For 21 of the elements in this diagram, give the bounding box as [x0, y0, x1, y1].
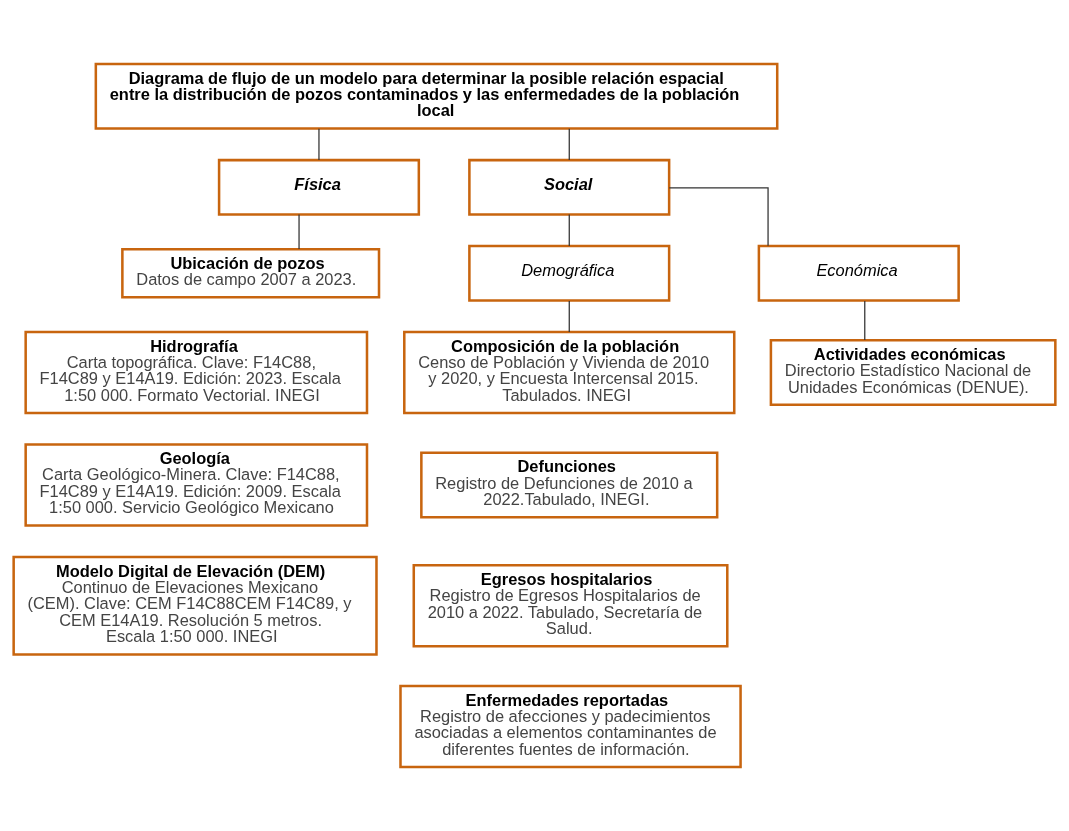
- node-box: Demográfica: [468, 244, 671, 302]
- connector: [568, 128, 570, 161]
- node-box: Defunciones Registro de Defunciones de 2010 a 2022.Tabulado, INEGI.: [420, 451, 719, 519]
- node-box: Composición de la población Censo de Población y Vivienda de 2010 y 2020, y Encuesta Intercensal 2015. Tabulados. INEGI: [403, 330, 736, 415]
- node-box: Modelo Digital de Elevación (DEM) Continuo de Elevaciones Mexicano (CEM). Clave: CEM F14C88CEM F14C89, y CEM E14A19. Resolución 5 metros. Escala 1:50 000. INEGI: [12, 555, 378, 656]
- node-box: Geología Carta Geológico-Minera. Clave: F14C88, F14C89 y E14A19. Edición: 2009. Escala 1:50 000. Servicio Geológico Mexicano: [24, 443, 369, 527]
- node-box: Actividades económicas Directorio Estadístico Nacional de Unidades Económicas (DENUE).: [769, 339, 1057, 406]
- node-box: Ubicación de pozos Datos de campo 2007 a 2023.: [121, 248, 381, 299]
- node-box: Egresos hospitalarios Registro de Egresos Hospitalarios de 2010 a 2022. Tabulado, Secretaría de Salud.: [412, 564, 729, 648]
- node-box: Física: [217, 158, 421, 216]
- node-box: Hidrografía Carta topográfica. Clave: F14C88, F14C89 y E14A19. Edición: 2023. Escala 1:50 000. Formato Vectorial. INEGI: [24, 330, 369, 415]
- connector: [318, 128, 320, 161]
- connector: [568, 213, 570, 247]
- connector: [668, 187, 769, 247]
- node-box: Diagrama de flujo de un modelo para determinar la posible relación espacial entre la distribución de pozos contaminados y las enfermedades de la población local: [94, 62, 779, 130]
- node-box: Social: [468, 158, 671, 216]
- connector: [568, 300, 570, 333]
- node-box: Enfermedades reportadas Registro de afecciones y padecimientos asociadas a elementos contaminantes de diferentes fuentes de información.: [399, 684, 742, 769]
- node-box: Económica: [757, 244, 960, 302]
- connector: [298, 213, 300, 250]
- connector: [864, 300, 866, 341]
